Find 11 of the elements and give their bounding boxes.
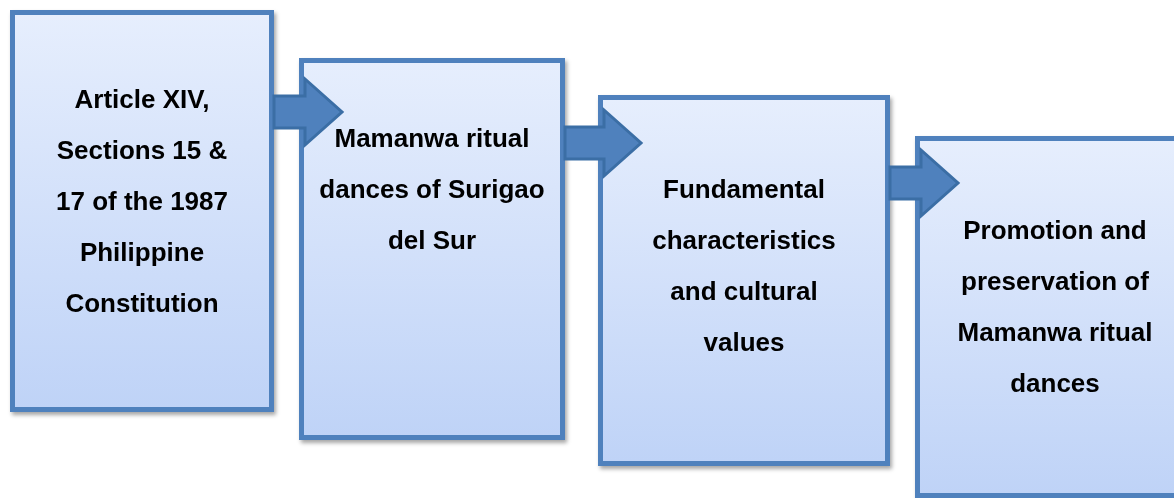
process-box xyxy=(299,58,565,440)
box-label: Article XIV, Sections 15 & 17 of the 1987 Philippine Constitution xyxy=(55,82,229,320)
block-arrow xyxy=(272,75,345,149)
box-label: Fundamental characteristics and cultural values xyxy=(651,172,837,359)
process-box xyxy=(915,136,1174,498)
process-box xyxy=(598,95,890,466)
block-arrow xyxy=(563,106,644,180)
box-label: Mamanwa ritual dances of Surigao del Sur xyxy=(318,121,546,257)
process-box xyxy=(10,10,274,412)
box-label: Promotion and preservation of Mamanwa ritual dances xyxy=(956,214,1154,400)
block-arrow xyxy=(888,146,961,220)
